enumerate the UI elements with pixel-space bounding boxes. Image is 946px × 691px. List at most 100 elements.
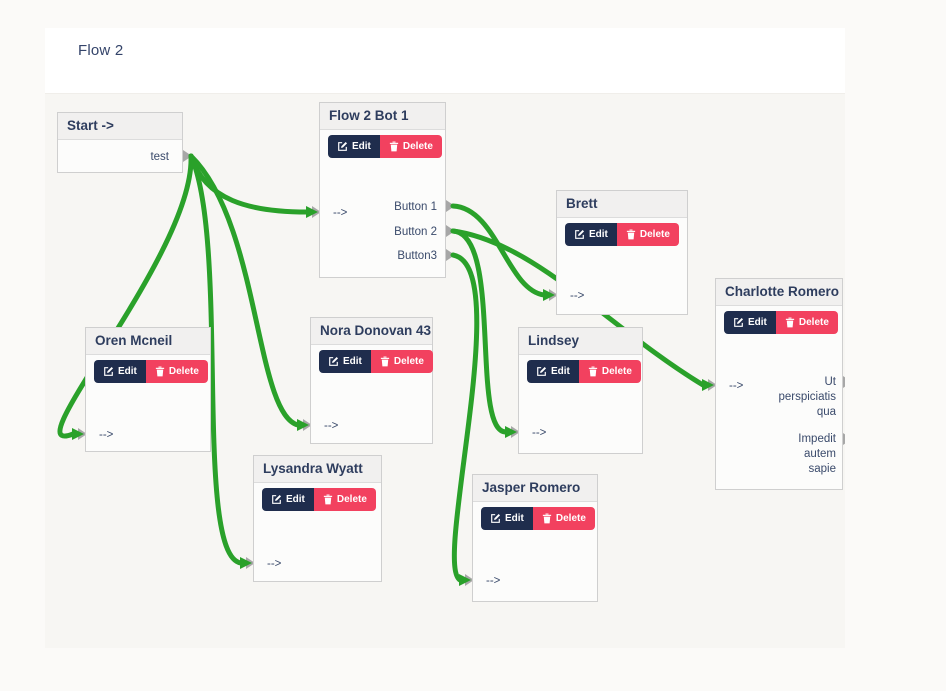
node-nora-donovan-43[interactable]: Nora Donovan 43 Edit Delete --> (310, 317, 433, 444)
edit-button-label: Edit (748, 317, 767, 328)
delete-button[interactable]: Delete (370, 350, 433, 373)
delete-button-label: Delete (168, 366, 199, 377)
output-label: Button3 (397, 250, 437, 262)
input-label: --> (486, 575, 501, 587)
edit-pencil-icon (104, 366, 114, 376)
edit-pencil-icon (491, 513, 501, 523)
connection-arrowhead (306, 206, 318, 218)
delete-button[interactable]: Delete (775, 311, 838, 334)
edit-button-label: Edit (505, 513, 524, 524)
input-label: --> (532, 427, 547, 439)
connection-flow-2-bot-1-Button-2-to-lindsey[interactable] (450, 228, 509, 435)
connection-arrowhead (543, 289, 555, 301)
connection-flow-2-bot-1-Button-1-to-brett[interactable] (450, 203, 547, 298)
delete-button-label: Delete (393, 356, 424, 367)
page-title: Flow 2 (78, 42, 124, 59)
delete-button-label: Delete (402, 141, 433, 152)
connection-arrowhead (459, 574, 471, 586)
node-title: Start -> (58, 113, 182, 140)
delete-button[interactable]: Delete (532, 507, 595, 530)
node-actions: Edit Delete (328, 135, 445, 158)
node-title: Nora Donovan 43 (311, 318, 432, 345)
input-label: --> (324, 420, 339, 432)
node-title: Brett (557, 191, 687, 218)
trash-icon (542, 513, 552, 524)
connection-arrowhead (297, 419, 309, 431)
trash-icon (155, 366, 165, 377)
output-label: Button 2 (394, 226, 437, 238)
input-label: --> (570, 290, 585, 302)
edit-button[interactable]: Edit (481, 507, 533, 530)
delete-button[interactable]: Delete (578, 360, 641, 383)
node-title: Oren Mcneil (86, 328, 210, 355)
edit-button-label: Edit (286, 494, 305, 505)
input-label: --> (729, 380, 744, 392)
node-actions: Edit Delete (481, 507, 597, 530)
edit-button-label: Edit (589, 229, 608, 240)
connection-start-test-to-lysandra-wyatt[interactable] (188, 153, 244, 566)
output-port-charlotte-romero[interactable] (843, 433, 845, 445)
app-header: Flow 2 (45, 28, 845, 94)
connection-arrowhead (505, 426, 517, 438)
output-label-line: perspiciatis (778, 391, 836, 403)
output-label-line: Ut (824, 376, 837, 388)
connection-start-test-to-flow-2-bot-1[interactable] (188, 153, 310, 215)
node-actions: Edit Delete (319, 350, 433, 373)
links-layer (57, 150, 845, 586)
delete-button-label: Delete (798, 317, 829, 328)
output-label: Button 1 (394, 201, 437, 213)
delete-button[interactable]: Delete (379, 135, 442, 158)
edit-button[interactable]: Edit (94, 360, 146, 383)
output-label-line: autem (804, 448, 836, 460)
edit-button[interactable]: Edit (565, 223, 617, 246)
connection-start-test-to-nora-donovan-43[interactable] (188, 153, 301, 428)
edit-button[interactable]: Edit (319, 350, 371, 373)
node-flow-2-bot-1[interactable]: Flow 2 Bot 1 Edit Delete --> Button 1 Button … (319, 102, 446, 278)
output-label-line: qua (816, 406, 836, 418)
output-label: Ut perspiciatis qua (716, 375, 842, 420)
connection-arrowhead (240, 557, 252, 569)
trash-icon (389, 141, 399, 152)
node-actions: Edit Delete (527, 360, 642, 383)
output-port-start[interactable] (183, 150, 192, 162)
edit-button-label: Edit (343, 356, 362, 367)
node-title: Lindsey (519, 328, 642, 355)
trash-icon (323, 494, 333, 505)
connection-flow-2-bot-1-Button3-to-jasper-romero[interactable] (450, 252, 480, 583)
node-title: Lysandra Wyatt (254, 456, 381, 483)
edit-button-label: Edit (551, 366, 570, 377)
edit-button-label: Edit (118, 366, 137, 377)
edit-button[interactable]: Edit (724, 311, 776, 334)
edit-pencil-icon (338, 141, 348, 151)
trash-icon (588, 366, 598, 377)
delete-button[interactable]: Delete (313, 488, 376, 511)
edit-pencil-icon (272, 494, 282, 504)
delete-button[interactable]: Delete (616, 223, 679, 246)
delete-button-label: Delete (601, 366, 632, 377)
output-label: test (150, 151, 169, 163)
edit-pencil-icon (575, 229, 585, 239)
input-label: --> (267, 558, 282, 570)
node-start[interactable]: Start -> test (57, 112, 183, 173)
delete-button[interactable]: Delete (145, 360, 208, 383)
node-actions: Edit Delete (94, 360, 210, 383)
edit-button[interactable]: Edit (328, 135, 380, 158)
input-label: --> (333, 207, 348, 219)
edit-button[interactable]: Edit (527, 360, 579, 383)
node-title: Flow 2 Bot 1 (320, 103, 445, 130)
delete-button-label: Delete (336, 494, 367, 505)
node-title: Charlotte Romero (716, 279, 842, 306)
trash-icon (380, 356, 390, 367)
output-port-charlotte-romero[interactable] (843, 376, 845, 388)
trash-icon (785, 317, 795, 328)
edit-button[interactable]: Edit (262, 488, 314, 511)
output-label-line: Impedit (798, 433, 836, 445)
